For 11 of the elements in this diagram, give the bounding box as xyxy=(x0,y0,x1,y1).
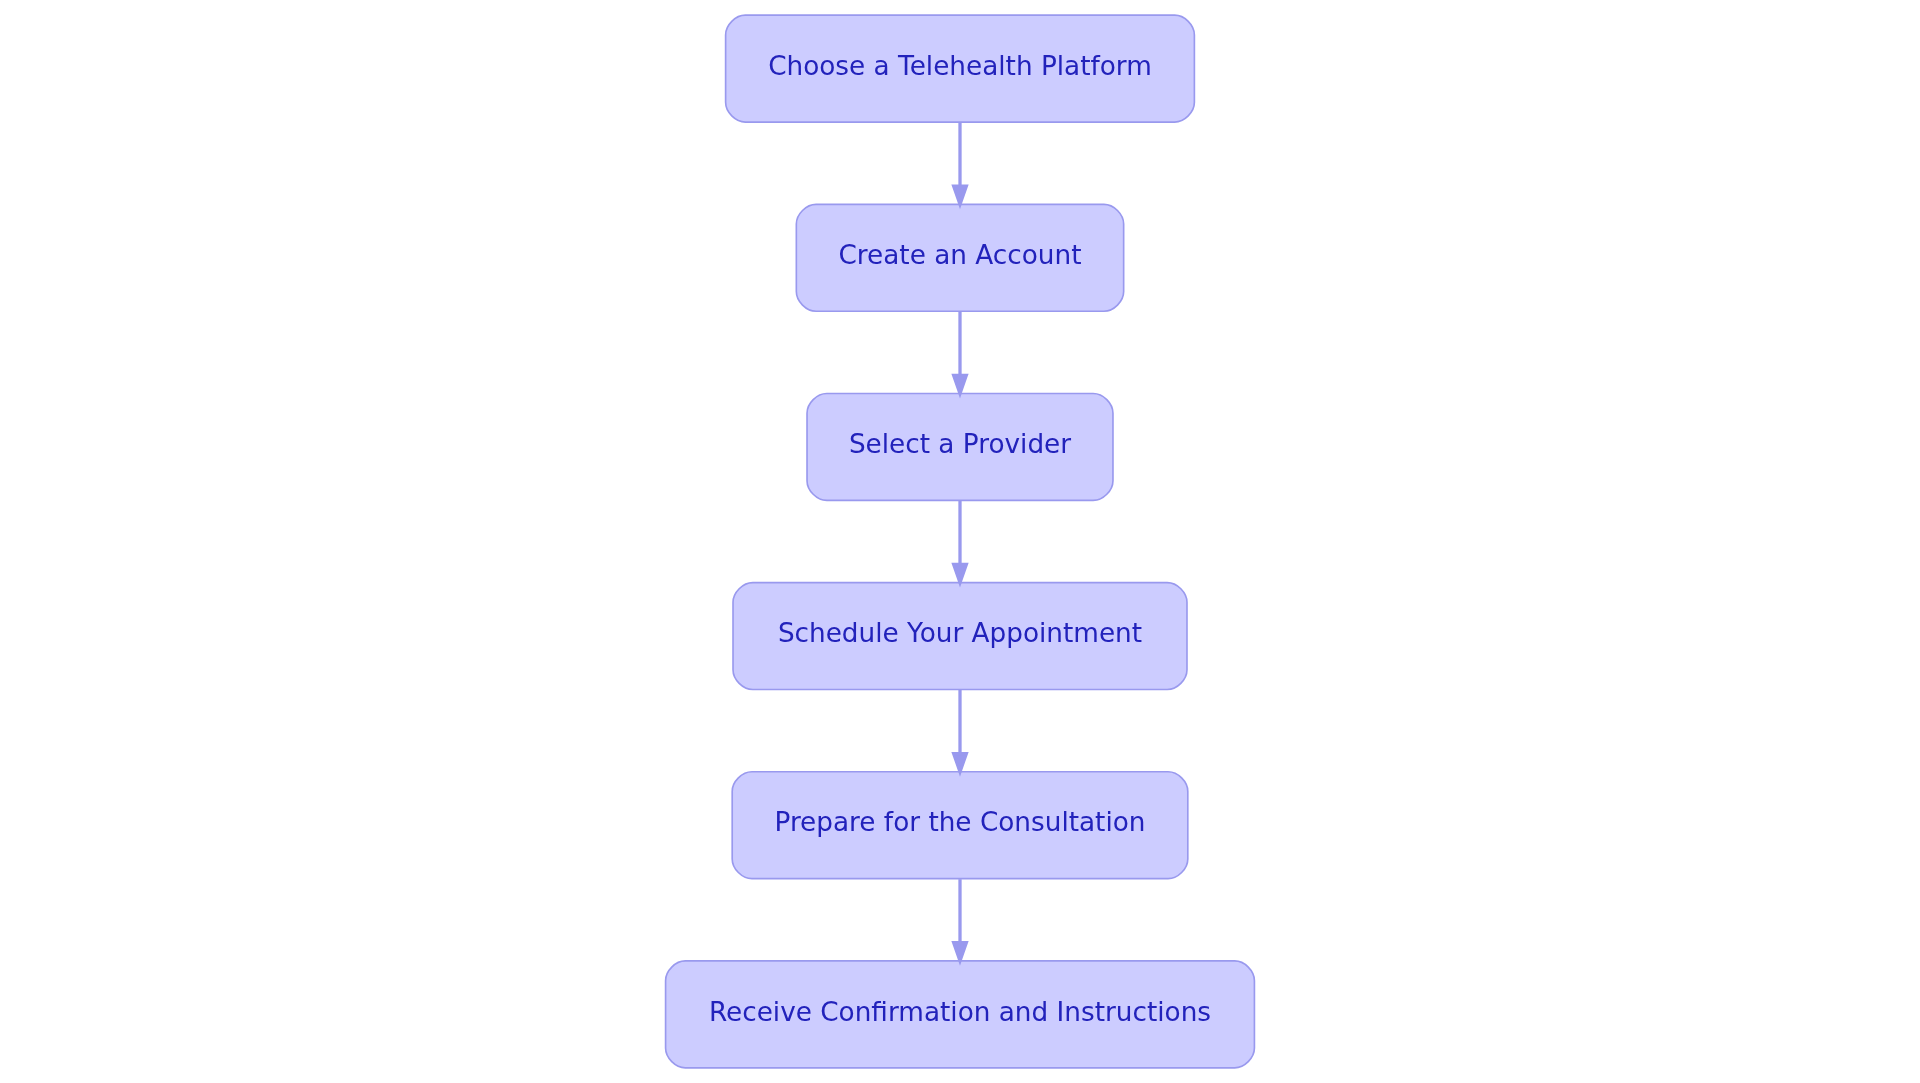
arrow xyxy=(951,500,969,588)
arrow xyxy=(951,690,969,777)
node-box: Select a Provider xyxy=(806,392,1114,502)
arrow xyxy=(951,879,969,966)
node-box: Schedule Your Appointment xyxy=(732,581,1188,691)
arrow xyxy=(951,122,969,210)
node-box: Create an Account xyxy=(795,203,1125,313)
node-box: Receive Confirmation and Instructions xyxy=(664,960,1256,1069)
node-box: Choose a Telehealth Platform xyxy=(724,14,1196,123)
arrow xyxy=(951,311,969,399)
node-box: Prepare for the Consultation xyxy=(731,770,1189,880)
